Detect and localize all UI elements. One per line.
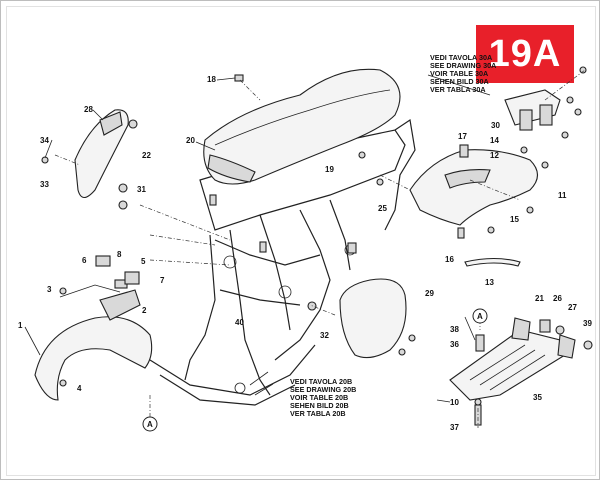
callout-16: 16 [445, 255, 454, 264]
seat [203, 68, 401, 185]
svg-text:SEE DRAWING 20B: SEE DRAWING 20B [290, 385, 356, 394]
fasteners [41, 66, 593, 426]
callout-3: 3 [47, 285, 52, 294]
callout-a-right: A [472, 308, 488, 324]
callout-2: 2 [142, 306, 147, 315]
leader-lines [24, 74, 491, 403]
callout-39: 39 [583, 319, 592, 328]
callout-a-bottom: A [142, 416, 158, 432]
svg-text:VER TABLA 20B: VER TABLA 20B [290, 409, 346, 418]
callout-19: 19 [325, 165, 334, 174]
rear-bracket [504, 89, 561, 131]
callout-15: 15 [510, 215, 519, 224]
callout-12: 12 [490, 151, 499, 160]
callout-6: 6 [82, 256, 87, 265]
callout-4: 4 [77, 384, 82, 393]
svg-text:A: A [477, 312, 483, 321]
rear-fender [409, 149, 539, 226]
callout-20: 20 [186, 136, 195, 145]
callout-13: 13 [485, 278, 494, 287]
svg-text:VOIR TABLE 20B: VOIR TABLE 20B [290, 393, 348, 402]
svg-text:SEE DRAWING 30A: SEE DRAWING 30A [430, 61, 496, 70]
left-side-cover [74, 109, 129, 199]
callout-40: 40 [235, 318, 244, 327]
callout-32: 32 [320, 331, 329, 340]
callout-27: 27 [568, 303, 577, 312]
drawing-number-badge: 19A [476, 25, 574, 83]
callout-38: 38 [450, 325, 459, 334]
strap [464, 257, 521, 267]
callout-17: 17 [458, 132, 467, 141]
callout-5: 5 [141, 257, 146, 266]
callout-25: 25 [378, 204, 387, 213]
svg-text:VER TABLA 30A: VER TABLA 30A [430, 85, 486, 94]
svg-text:A: A [147, 420, 153, 429]
svg-text:SEHEN BILD 30A: SEHEN BILD 30A [430, 77, 489, 86]
svg-text:VEDI TAVOLA 20B: VEDI TAVOLA 20B [290, 377, 352, 386]
callout-18: 18 [207, 75, 216, 84]
callout-1: 1 [18, 321, 23, 330]
callout-8: 8 [117, 250, 122, 259]
callout-28: 28 [84, 105, 93, 114]
drawing-inner-border [6, 6, 596, 476]
callout-10: 10 [450, 398, 459, 407]
callout-30: 30 [491, 121, 500, 130]
callout-21: 21 [535, 294, 544, 303]
cross-reference-top: VEDI TAVOLA 30A SEE DRAWING 30A VOIR TAB… [430, 53, 496, 94]
callout-29: 29 [425, 289, 434, 298]
svg-text:SEHEN BILD 20B: SEHEN BILD 20B [290, 401, 349, 410]
callout-31: 31 [137, 185, 146, 194]
front-fender [34, 284, 153, 401]
cross-reference-bottom: VEDI TAVOLA 20B SEE DRAWING 20B VOIR TAB… [290, 377, 356, 418]
svg-text:VEDI TAVOLA 30A: VEDI TAVOLA 30A [430, 53, 492, 62]
callout-26: 26 [553, 294, 562, 303]
callout-36: 36 [450, 340, 459, 349]
callout-11: 11 [558, 191, 567, 200]
callout-14: 14 [490, 136, 499, 145]
callout-33: 33 [40, 180, 49, 189]
skid-plate [449, 317, 576, 401]
callout-labels: 1 2 3 4 5 6 7 8 10 11 12 13 14 15 16 17 … [18, 75, 592, 432]
callout-34: 34 [40, 136, 49, 145]
main-frame [149, 118, 416, 406]
callout-7: 7 [160, 276, 165, 285]
callout-22: 22 [142, 151, 151, 160]
callout-37: 37 [450, 423, 459, 432]
svg-text:VOIR TABLE 30A: VOIR TABLE 30A [430, 69, 488, 78]
number-plate-panel [339, 278, 407, 359]
callout-35: 35 [533, 393, 542, 402]
